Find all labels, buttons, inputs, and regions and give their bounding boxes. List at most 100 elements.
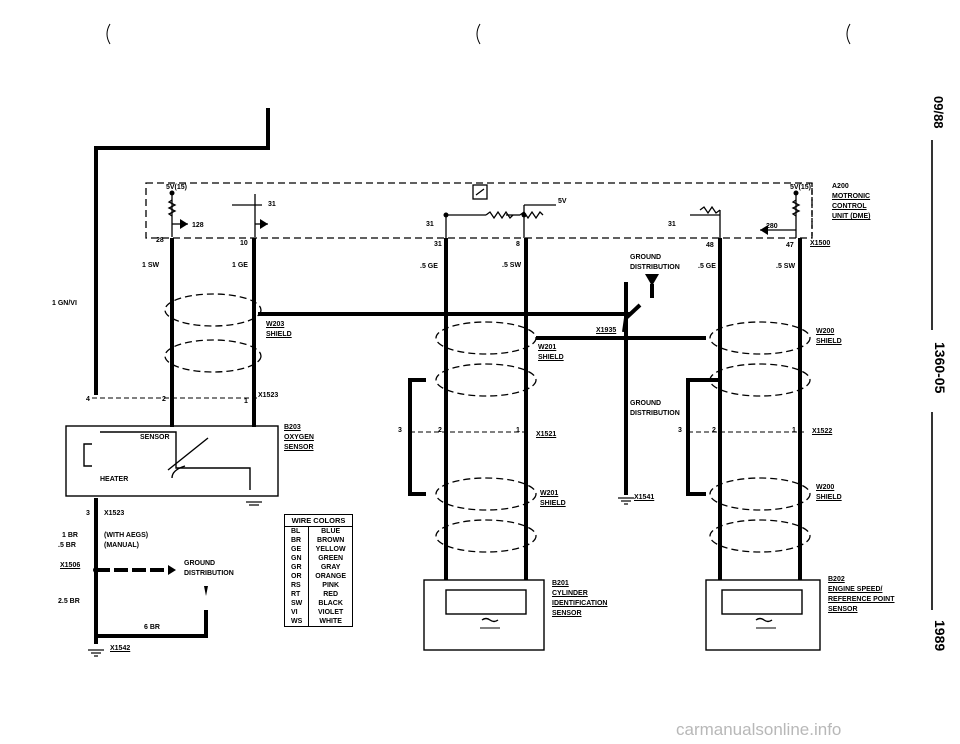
cylinder-line1: CYLINDER [552, 590, 588, 597]
w201a-label: W201 [538, 344, 557, 351]
with-aegs: (WITH AEGS) [104, 532, 149, 539]
cylinder-line2: IDENTIFICATION [552, 600, 608, 607]
r1: 1 [792, 427, 796, 434]
heater-label: HEATER [100, 476, 129, 483]
w203-label: W203 [266, 321, 285, 328]
x1935-label: X1935 [596, 327, 617, 334]
color-name: BLUE [308, 526, 354, 536]
color-code: GN [283, 554, 310, 563]
w200a-label: W200 [816, 328, 835, 335]
x1542-label: X1542 [110, 645, 131, 652]
x1523b-label: X1523 [104, 510, 125, 517]
color-code: GR [283, 563, 310, 572]
sv15-left: 5V(15) [166, 184, 188, 191]
pin-2: 2 [162, 396, 166, 403]
r2: 2 [712, 427, 716, 434]
color-name: PINK [308, 581, 354, 590]
wire-6br: 6 BR [144, 624, 160, 631]
x1521-label: X1521 [536, 431, 557, 438]
wire-5ge-b: .5 GE [698, 263, 716, 270]
q2: 2 [438, 427, 442, 434]
w200a-shield: SHIELD [816, 338, 842, 345]
sensor-label: SENSOR [140, 434, 170, 441]
pin-48: 48 [706, 242, 714, 249]
color-name: BROWN [308, 536, 354, 545]
color-code: WS [283, 617, 310, 627]
color-code: BR [283, 536, 310, 545]
node-31b: 31 [426, 221, 434, 228]
dme-id: A200 [832, 183, 849, 190]
oxygen-line1: OXYGEN [284, 434, 314, 441]
oxygen-line2: SENSOR [284, 444, 314, 451]
q3: 3 [398, 427, 402, 434]
color-code: OR [283, 572, 310, 581]
watermark: carmanualsonline.info [676, 720, 842, 739]
color-name: GRAY [308, 563, 354, 572]
ground-dist-1a: GROUND [630, 254, 662, 261]
wire-1br: 1 BR [62, 532, 78, 539]
engine-speed-id: B202 [828, 576, 845, 583]
oxygen-id: B203 [284, 424, 301, 431]
color-code: GE [283, 545, 310, 554]
node-280: 280 [766, 223, 778, 230]
q1: 1 [516, 427, 520, 434]
r3: 3 [678, 427, 682, 434]
ground-dist-2a: GROUND [630, 400, 662, 407]
color-code: RT [283, 590, 310, 599]
dme-line3: UNIT (DME) [832, 213, 871, 220]
ground-dist-3b: DISTRIBUTION [184, 570, 234, 577]
side-date: 09/88 [931, 96, 946, 129]
bottom-pin-3: 3 [86, 510, 90, 517]
color-name: ORANGE [308, 572, 354, 581]
sv15-right: 5V(15) [790, 184, 812, 191]
pin-31: 31 [434, 241, 442, 248]
wire-5sw-b: .5 SW [776, 263, 796, 270]
dme-line1: MOTRONIC [832, 193, 871, 200]
wire-5sw-a: .5 SW [502, 262, 522, 269]
cylinder-id: B201 [552, 580, 569, 587]
ground-dist-2b: DISTRIBUTION [630, 410, 680, 417]
wire-colors-title: WIRE COLORS [283, 514, 354, 527]
pin-1: 1 [244, 398, 248, 405]
x1523-label: X1523 [258, 392, 279, 399]
w200b-shield: SHIELD [816, 494, 842, 501]
ground-dist-3a: GROUND [184, 560, 216, 567]
w201b-label: W201 [540, 490, 559, 497]
x1500-label: X1500 [810, 240, 831, 247]
wire-25br: 2.5 BR [58, 598, 80, 605]
pin-10: 10 [240, 240, 248, 247]
node-31c: 31 [668, 221, 676, 228]
pin-4: 4 [86, 396, 90, 403]
color-name: BLACK [308, 599, 354, 608]
x1541-label: X1541 [634, 494, 655, 501]
engine-speed-line3: SENSOR [828, 606, 858, 613]
wire-1ge: 1 GE [232, 262, 248, 269]
engine-speed-line1: ENGINE SPEED/ [828, 586, 883, 593]
wire-5br: .5 BR [58, 542, 76, 549]
color-name: WHITE [308, 617, 354, 627]
w201a-shield: SHIELD [538, 354, 564, 361]
color-code: BL [283, 526, 310, 536]
color-name: YELLOW [308, 545, 354, 554]
side-section-number: 1360-05 [932, 342, 948, 394]
x1506-label: X1506 [60, 562, 81, 569]
manual: (MANUAL) [104, 542, 139, 549]
w201b-shield: SHIELD [540, 500, 566, 507]
ground-dist-1b: DISTRIBUTION [630, 264, 680, 271]
color-name: VIOLET [308, 608, 354, 617]
color-name: RED [308, 590, 354, 599]
